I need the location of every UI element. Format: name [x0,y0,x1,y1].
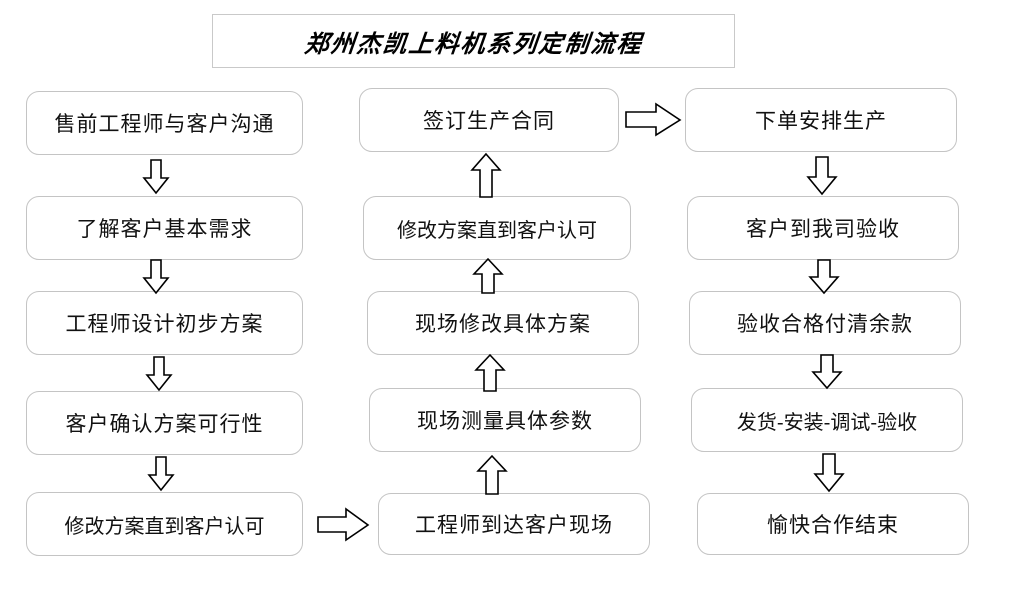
node-label: 工程师设计初步方案 [65,312,264,336]
node-understand-requirements[interactable]: 了解客户基本需求 [26,196,303,260]
node-label: 客户到我司验收 [746,217,900,241]
arrow-down-r4-r5 [813,453,845,493]
arrow-down-l4-l5 [146,456,176,492]
node-label: 现场测量具体参数 [417,409,593,433]
node-ship-install-debug-accept[interactable]: 发货-安装-调试-验收 [691,388,963,452]
chart-title: 郑州杰凯上料机系列定制流程 [302,28,644,58]
node-engineer-initial-design[interactable]: 工程师设计初步方案 [26,291,303,355]
arrow-up-m3-m2 [472,257,504,294]
arrow-up-m2-m1 [470,152,502,198]
node-label: 签订生产合同 [423,109,555,133]
arrow-right-m1-r1 [625,102,682,137]
node-label: 修改方案直到客户认可 [64,513,265,538]
node-label: 修改方案直到客户认可 [397,217,597,242]
node-onsite-measure-parameters[interactable]: 现场测量具体参数 [369,388,641,452]
node-label: 现场修改具体方案 [415,312,591,336]
node-revise-until-approved-left[interactable]: 修改方案直到客户认可 [26,492,303,556]
arrow-down-l1-l2 [141,159,171,195]
node-label: 售前工程师与客户沟通 [54,112,275,136]
node-onsite-revise-plan[interactable]: 现场修改具体方案 [367,291,639,355]
node-label: 工程师到达客户现场 [415,513,613,537]
arrow-down-r1-r2 [806,156,838,196]
arrow-down-r3-r4 [811,354,843,390]
arrow-up-m4-m3 [474,353,506,392]
node-customer-confirm-feasibility[interactable]: 客户确认方案可行性 [26,391,303,455]
node-pay-balance-after-acceptance[interactable]: 验收合格付清余款 [689,291,961,355]
node-label: 下单安排生产 [755,109,887,133]
arrow-up-m5-m4 [476,454,508,495]
chart-title-box: 郑州杰凯上料机系列定制流程 [212,14,735,68]
node-happy-cooperation-end[interactable]: 愉快合作结束 [697,493,969,555]
node-revise-until-approved-middle[interactable]: 修改方案直到客户认可 [363,196,631,260]
arrow-down-l3-l4 [144,356,174,392]
arrow-down-r2-r3 [808,259,840,295]
arrow-right-l5-m5 [317,507,370,542]
node-label: 客户确认方案可行性 [65,412,264,436]
node-sales-engineer-communicate[interactable]: 售前工程师与客户沟通 [26,91,303,155]
node-label: 验收合格付清余款 [737,312,913,336]
node-label: 愉快合作结束 [767,513,899,537]
arrow-down-l2-l3 [141,259,171,295]
node-sign-production-contract[interactable]: 签订生产合同 [359,88,619,152]
node-label: 了解客户基本需求 [76,217,253,241]
node-label: 发货-安装-调试-验收 [736,409,918,434]
node-customer-acceptance-at-our-company[interactable]: 客户到我司验收 [687,196,959,260]
node-place-order-production[interactable]: 下单安排生产 [685,88,957,152]
node-engineer-arrive-onsite[interactable]: 工程师到达客户现场 [378,493,650,555]
